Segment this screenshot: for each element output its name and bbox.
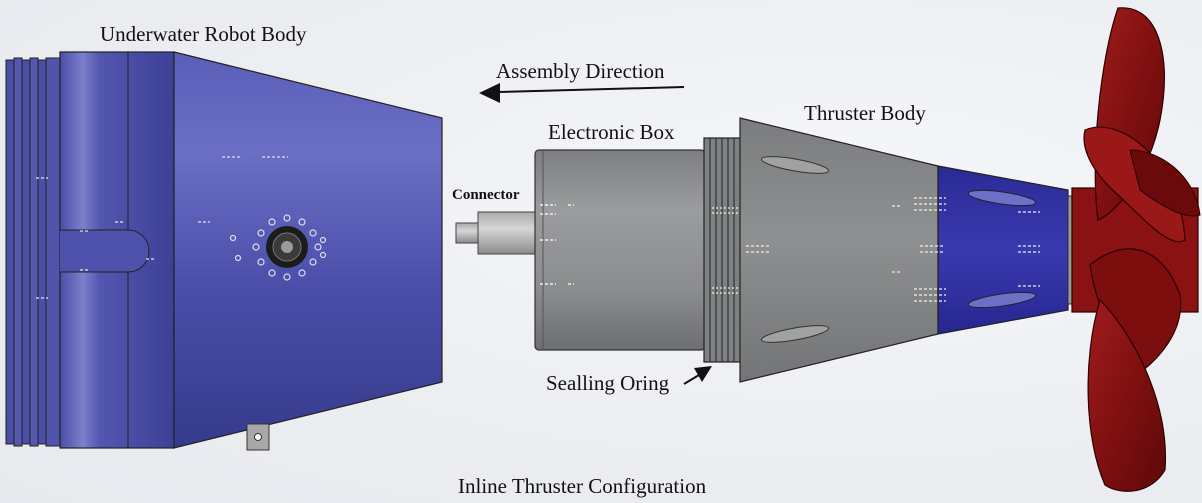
- label-robot-body: Underwater Robot Body: [100, 22, 307, 46]
- connector-plug: [455, 211, 537, 255]
- assembly-direction-arrow: [479, 83, 685, 103]
- label-sealing-oring: Sealling Oring: [546, 371, 670, 395]
- oring-pointer-arrow: [683, 366, 712, 385]
- label-assembly-direction: Assembly Direction: [496, 59, 665, 83]
- label-thruster-body: Thruster Body: [804, 101, 926, 125]
- label-connector: Connector: [452, 187, 520, 203]
- sealing-oring: [703, 137, 743, 363]
- label-electronic-box: Electronic Box: [548, 120, 675, 144]
- caption: Inline Thruster Configuration: [458, 474, 707, 498]
- electronic-box: [534, 149, 706, 351]
- underwater-robot-body: [5, 51, 443, 451]
- thruster-body: [739, 117, 1081, 383]
- propeller: [1071, 7, 1201, 492]
